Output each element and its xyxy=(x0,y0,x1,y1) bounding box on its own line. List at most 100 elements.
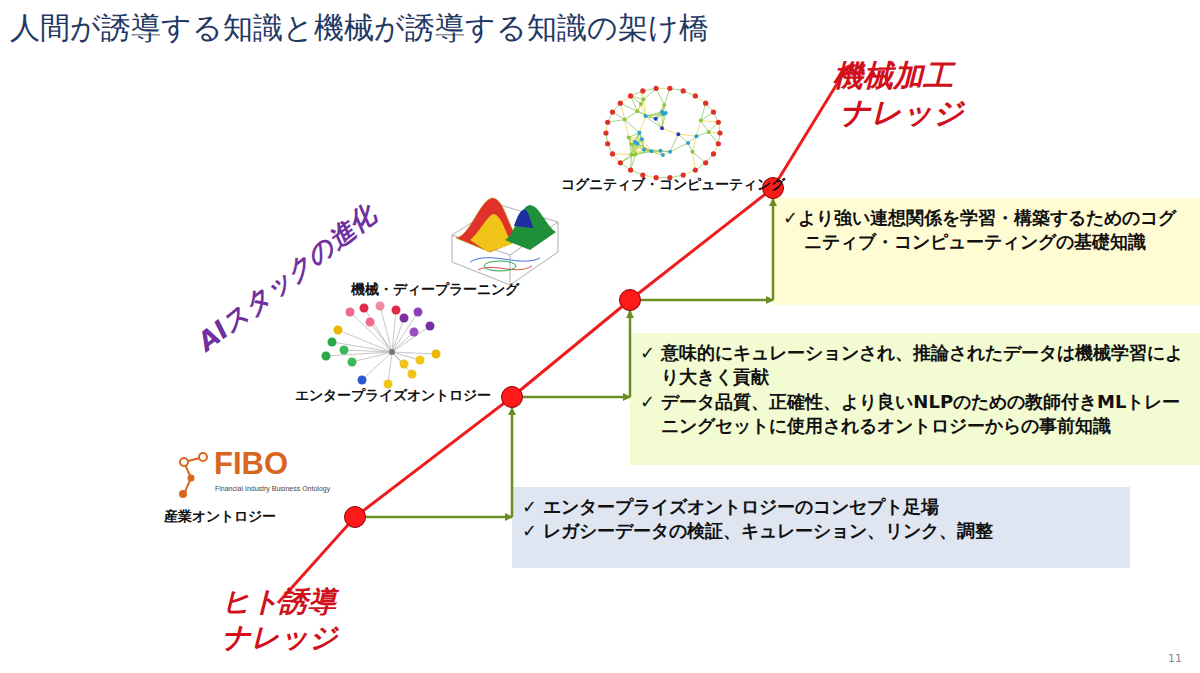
network-link xyxy=(701,121,709,133)
network-link xyxy=(629,138,644,150)
network-link xyxy=(664,88,670,105)
check-item: ✓ エンタープライズオントロジーのコンセプト足場 xyxy=(522,495,1120,519)
network-node xyxy=(640,88,645,93)
network-link xyxy=(701,121,718,123)
network-node xyxy=(703,160,708,165)
network-node xyxy=(667,86,672,91)
network-link xyxy=(613,153,632,154)
check-item: ✓ 意味的にキュレーションされ、推論されたデータは機械学習により大きく貢献 xyxy=(640,341,1190,390)
network-node xyxy=(627,136,631,140)
network-node xyxy=(681,88,686,93)
network-node xyxy=(610,151,615,156)
network-link xyxy=(662,113,666,128)
network-node xyxy=(716,141,721,146)
network-node xyxy=(623,118,627,122)
network-link xyxy=(642,139,651,151)
network-node xyxy=(699,119,703,123)
logo-text: FIBO xyxy=(214,446,288,482)
network-node xyxy=(658,149,662,153)
network-link xyxy=(639,133,644,150)
ontology-link xyxy=(362,352,392,380)
network-node xyxy=(711,109,716,114)
network-link xyxy=(656,88,664,105)
network-link xyxy=(656,105,665,119)
network-node xyxy=(660,126,664,130)
network-node xyxy=(703,101,708,106)
ontology-node xyxy=(432,350,441,359)
logo-subtitle: Financial Industry Business Ontology xyxy=(215,485,330,492)
ontology-link xyxy=(364,308,392,352)
network-link xyxy=(696,121,700,137)
stage-dot: エンタープライズオントロジー xyxy=(501,386,523,408)
stage-dot: 産業オントロジー xyxy=(344,506,366,528)
network-node xyxy=(649,149,653,153)
ontology-node xyxy=(408,370,417,379)
ontology-node xyxy=(348,358,357,367)
axis-start-label: ナレッジ xyxy=(222,619,338,657)
info-box: ✓ エンタープライズオントロジーのコンセプト足場✓ レガシーデータの検証、キュレ… xyxy=(512,487,1130,568)
network-node xyxy=(644,114,648,118)
axis-end-label: 機械加工 xyxy=(833,56,953,97)
network-link xyxy=(620,103,637,111)
network-link xyxy=(670,134,678,152)
info-box: ✓より強い連想関係を学習・構築するためのコグニティブ・コンピューティングの基礎知… xyxy=(773,198,1200,305)
ontology-node xyxy=(328,338,337,347)
stage-label: エンタープライズオントロジー xyxy=(295,387,491,405)
ontology-link xyxy=(380,306,392,352)
network-node xyxy=(635,109,639,113)
network-node xyxy=(628,167,633,172)
network-node xyxy=(618,160,623,165)
network-node xyxy=(693,93,698,98)
axis-title: AIスタックの進化 xyxy=(178,188,397,369)
page-number: 11 xyxy=(1168,652,1182,665)
ontology-link xyxy=(352,352,392,362)
ontology-node xyxy=(400,314,409,323)
network-node xyxy=(639,102,643,106)
stage-label: 機械・ディープラーニング xyxy=(351,281,519,299)
network-link xyxy=(625,120,640,133)
connector xyxy=(641,299,773,302)
axis-end-label: ナレッジ xyxy=(840,93,964,134)
network-node xyxy=(654,117,658,121)
stage-label: コグニティブ・コンピューティング xyxy=(561,176,785,194)
ontology-link xyxy=(392,326,430,352)
fibo-icon xyxy=(179,453,207,498)
network-node xyxy=(642,148,646,152)
network-node xyxy=(605,120,610,125)
ontology-node xyxy=(416,356,425,365)
stage-dot: 機械・ディープラーニング xyxy=(619,289,641,311)
ontology-node xyxy=(400,360,409,369)
network-node xyxy=(603,130,608,135)
network-node xyxy=(668,150,672,154)
network-link xyxy=(692,136,696,152)
connector xyxy=(366,516,512,519)
check-item: ✓ レガシーデータの検証、キュレーション、リンク、調整 xyxy=(522,519,1120,543)
check-item: ✓より強い連想関係を学習・構築するためのコグニティブ・コンピューティングの基礎知… xyxy=(783,206,1190,255)
network-node xyxy=(717,130,722,135)
ontology-hub xyxy=(389,349,395,355)
network-link xyxy=(637,111,655,119)
network-node xyxy=(640,137,644,141)
ontology-node xyxy=(360,304,369,313)
network-node xyxy=(690,150,694,154)
network-graph-icon xyxy=(603,86,722,181)
network-node xyxy=(642,98,646,102)
network-node xyxy=(694,134,698,138)
ontology-node xyxy=(322,352,331,361)
network-node xyxy=(660,110,664,114)
ontology-node xyxy=(376,302,385,311)
network-link xyxy=(662,128,678,134)
network-node xyxy=(628,93,633,98)
ontology-node xyxy=(414,308,423,317)
ontology-node xyxy=(358,376,367,385)
network-node xyxy=(630,143,634,147)
network-node xyxy=(629,152,633,156)
ontology-link xyxy=(388,352,392,384)
network-link xyxy=(639,116,645,133)
network-node xyxy=(716,120,721,125)
ontology-node xyxy=(392,306,401,315)
network-node xyxy=(654,86,659,91)
network-node xyxy=(661,153,665,157)
stage-label: 産業オントロジー xyxy=(164,508,276,526)
